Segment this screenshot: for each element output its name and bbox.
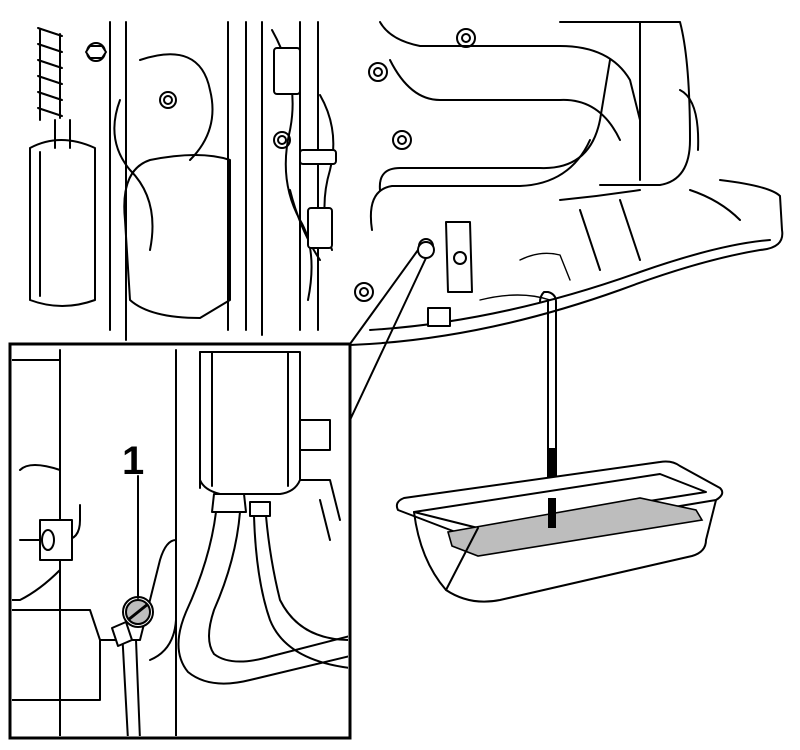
detail-view bbox=[12, 349, 348, 736]
bolt-mid-left bbox=[159, 91, 177, 109]
bolt-top-left bbox=[85, 42, 107, 62]
detail-magnifier-frame: 1 bbox=[8, 342, 352, 740]
bolt-center-3 bbox=[273, 131, 291, 149]
cowl-detail bbox=[479, 252, 571, 301]
intake-runner-2 bbox=[389, 59, 621, 141]
bolt-upper-right bbox=[456, 28, 476, 48]
oil-surface bbox=[446, 497, 704, 557]
intake-runner-1 bbox=[379, 21, 641, 121]
frame-lines bbox=[109, 21, 319, 341]
pan-body bbox=[413, 499, 717, 603]
intake-runner-3 bbox=[378, 59, 611, 191]
manifold-top bbox=[559, 21, 691, 186]
manifold-body bbox=[639, 21, 700, 181]
callout-1-label: 1 bbox=[122, 439, 144, 483]
intake-runner-4 bbox=[370, 139, 591, 231]
filter-cylinder bbox=[29, 119, 96, 307]
connector-3 bbox=[299, 149, 337, 165]
cowl-inner bbox=[559, 189, 741, 271]
bolt-center-1 bbox=[368, 62, 388, 82]
bolt-center-4 bbox=[354, 282, 374, 302]
cowl-block bbox=[427, 307, 451, 327]
bolt-center-2 bbox=[392, 130, 412, 150]
spring-coil bbox=[37, 27, 63, 121]
lower-cowl bbox=[349, 179, 784, 346]
side-panel bbox=[123, 154, 231, 319]
connector-1 bbox=[273, 47, 301, 95]
engine-housing bbox=[29, 21, 784, 346]
oil-drain-pan bbox=[395, 460, 724, 603]
drain-bolt bbox=[111, 596, 154, 647]
pan-inner-rim bbox=[413, 473, 707, 529]
connector-2 bbox=[307, 207, 333, 249]
wire-harness bbox=[113, 29, 335, 301]
detail-leader-lines bbox=[349, 249, 427, 421]
detail-target bbox=[417, 241, 435, 259]
